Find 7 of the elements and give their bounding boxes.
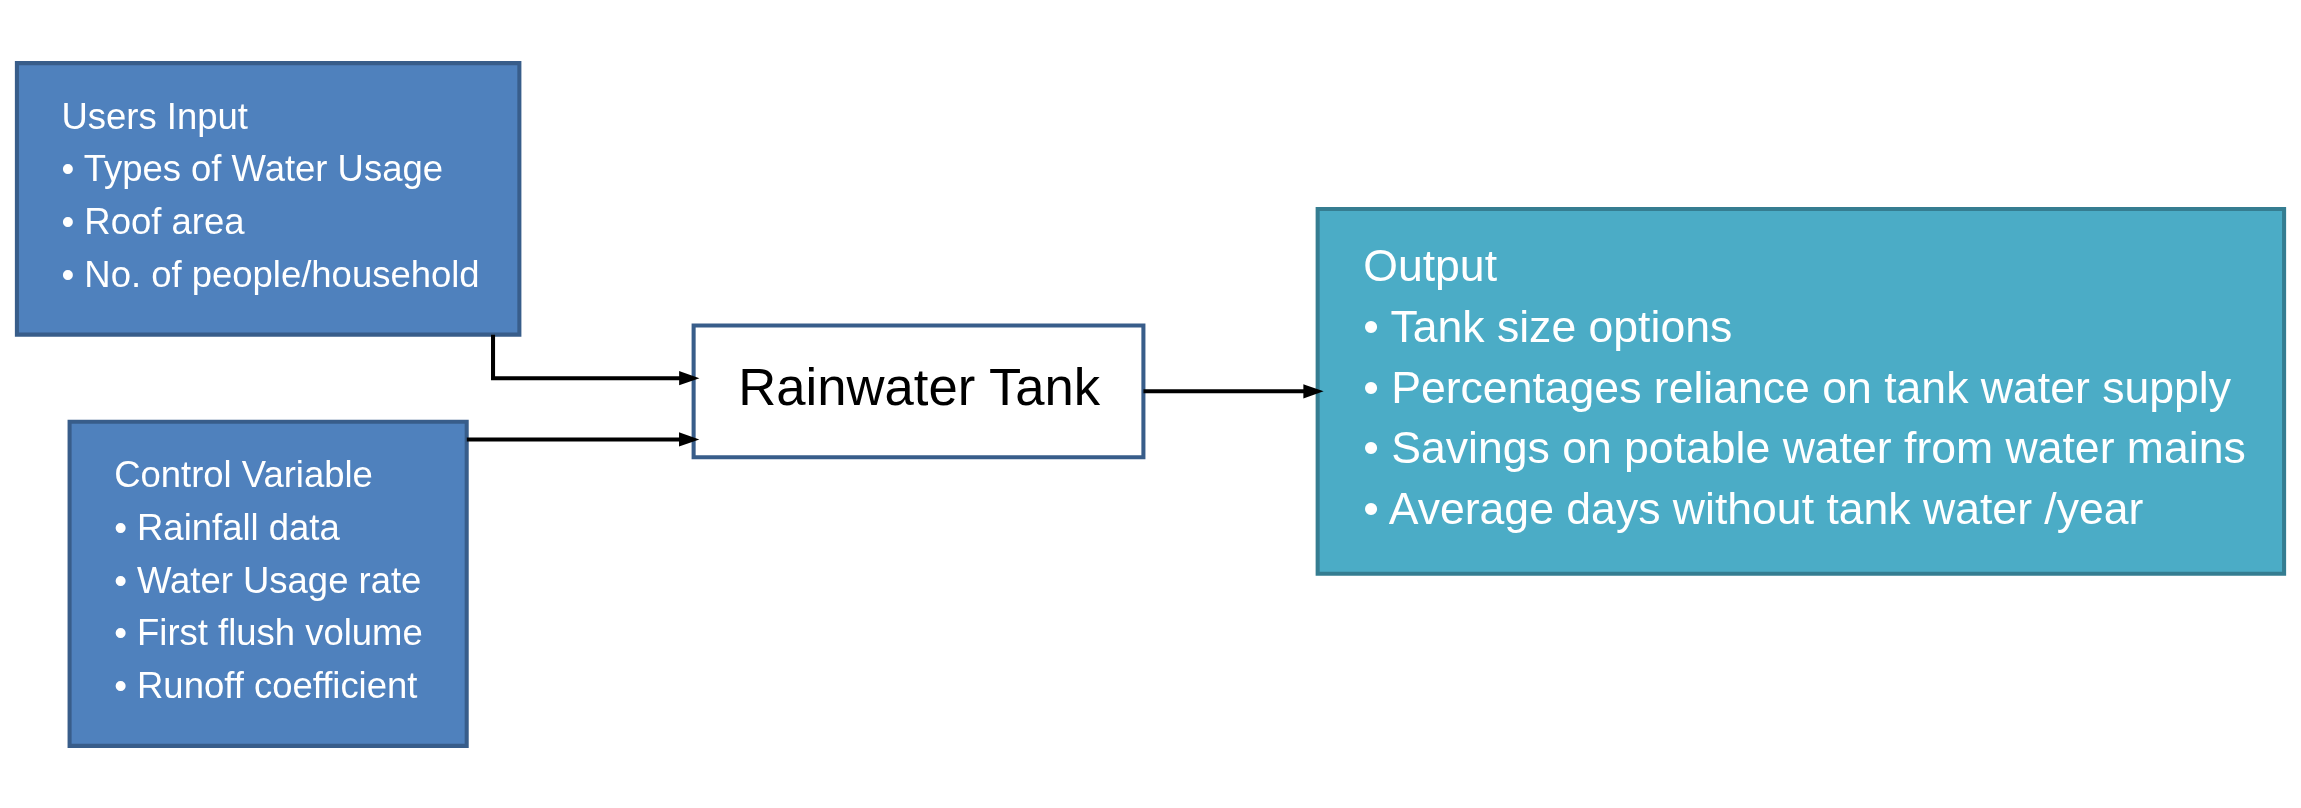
node-box: Control Variable • Rainfall data • Water Usage rate • First flush volume • Runoff coefficient (67, 419, 469, 748)
node-box: Users Input • Types of Water Usage • Roof area • No. of people/household (14, 60, 522, 337)
arrow (1143, 383, 1324, 398)
node-box: Rainwater Tank (691, 322, 1146, 459)
arrow (491, 334, 700, 385)
node-box: Output • Tank size options • Percentages reliance on tank water supply • Savings on potable water from water mains • Average days without tank water /year (1315, 206, 2287, 576)
arrow (466, 431, 700, 447)
